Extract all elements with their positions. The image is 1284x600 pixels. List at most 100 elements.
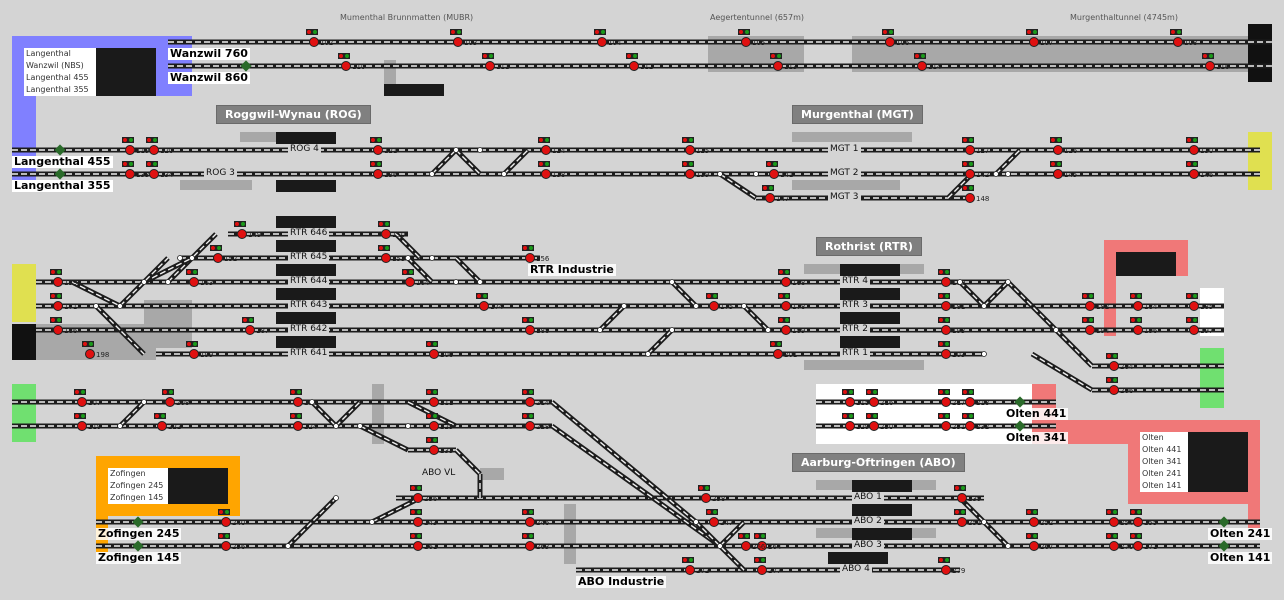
endpoint-zofingen-245[interactable]: Zofingen 245 — [96, 527, 182, 540]
signal-198[interactable] — [85, 349, 95, 359]
signal-217[interactable] — [941, 397, 951, 407]
signal-184[interactable] — [1133, 301, 1143, 311]
signal-133[interactable] — [125, 169, 135, 179]
signal-266[interactable] — [741, 541, 751, 551]
signal-142[interactable] — [965, 169, 975, 179]
endpoint-marker[interactable] — [240, 60, 252, 72]
signal-107[interactable] — [1029, 37, 1039, 47]
endpoint-wanzwil-860[interactable]: Wanzwil 860 — [168, 71, 250, 84]
signal-121[interactable] — [373, 145, 383, 155]
signal-256[interactable] — [221, 541, 231, 551]
signal-168[interactable] — [781, 277, 791, 287]
track-label-abo3[interactable]: ABO 3 — [852, 540, 884, 550]
endpoint-marker[interactable] — [54, 168, 66, 180]
signal-106[interactable] — [885, 37, 895, 47]
switch-marker[interactable] — [189, 255, 195, 261]
endpoint-langenthal-455[interactable]: Langenthal 455 — [12, 155, 113, 168]
endpoint-olten-441[interactable]: Olten 441 — [1004, 407, 1069, 420]
signal-108[interactable] — [1173, 37, 1183, 47]
signal-134[interactable] — [149, 169, 159, 179]
signal-178[interactable] — [781, 301, 791, 311]
signal-150[interactable] — [381, 229, 391, 239]
switch-marker[interactable] — [93, 303, 99, 309]
signal-196[interactable] — [1133, 325, 1143, 335]
signal-188[interactable] — [525, 325, 535, 335]
switch-marker[interactable] — [717, 171, 723, 177]
track-label-rog4[interactable]: ROG 4 — [288, 144, 321, 154]
signal-111[interactable] — [485, 61, 495, 71]
switch-marker[interactable] — [1005, 171, 1011, 177]
signal-210[interactable] — [293, 397, 303, 407]
signal-228[interactable] — [525, 421, 535, 431]
switch-marker[interactable] — [741, 303, 747, 309]
station-label-mgt[interactable]: Murgenthal (MGT) — [792, 105, 923, 124]
endpoint-marker[interactable] — [1218, 540, 1230, 552]
signal-254[interactable] — [1109, 517, 1119, 527]
switch-marker[interactable] — [645, 351, 651, 357]
track-label-rtr642[interactable]: RTR 642 — [288, 324, 330, 334]
signal-130[interactable] — [1189, 145, 1199, 155]
signal-182[interactable] — [1085, 301, 1095, 311]
signal-264[interactable] — [757, 541, 767, 551]
endpoint-marker[interactable] — [132, 516, 144, 528]
signal-146[interactable] — [1189, 169, 1199, 179]
signal-218[interactable] — [965, 397, 975, 407]
track-label-mgt2[interactable]: MGT 2 — [828, 168, 861, 178]
switch-marker[interactable] — [1005, 279, 1011, 285]
signal-243[interactable] — [413, 517, 423, 527]
signal-139[interactable] — [685, 169, 695, 179]
endpoint-olten-141[interactable]: Olten 141 — [1208, 551, 1273, 564]
switch-marker[interactable] — [117, 303, 123, 309]
signal-171[interactable] — [53, 301, 63, 311]
station-label-rtr[interactable]: Rothrist (RTR) — [816, 237, 922, 256]
signal-224[interactable] — [293, 421, 303, 431]
switch-marker[interactable] — [621, 303, 627, 309]
switch-marker[interactable] — [501, 171, 507, 177]
signal-200[interactable] — [429, 349, 439, 359]
signal-148[interactable] — [965, 193, 975, 203]
signal-187[interactable] — [245, 325, 255, 335]
signal-240[interactable] — [221, 517, 231, 527]
switch-marker[interactable] — [285, 543, 291, 549]
signal-216[interactable] — [869, 397, 879, 407]
switch-marker[interactable] — [333, 495, 339, 501]
signal-185[interactable] — [1189, 301, 1199, 311]
endpoint-marker[interactable] — [1014, 420, 1026, 432]
signal-225[interactable] — [429, 421, 439, 431]
signal-207[interactable] — [77, 397, 87, 407]
signal-197[interactable] — [1189, 325, 1199, 335]
signal-272[interactable] — [685, 565, 695, 575]
signal-236[interactable] — [413, 493, 423, 503]
switch-marker[interactable] — [141, 399, 147, 405]
signal-125[interactable] — [685, 145, 695, 155]
signal-112[interactable] — [629, 61, 639, 71]
signal-126[interactable] — [1053, 145, 1063, 155]
signal-194[interactable] — [1085, 325, 1095, 335]
track-label-rog3[interactable]: ROG 3 — [204, 168, 237, 178]
switch-marker[interactable] — [429, 255, 435, 261]
endpoint-abo-vl[interactable]: ABO VL — [420, 468, 458, 478]
signal-116[interactable] — [1205, 61, 1215, 71]
signal-110[interactable] — [341, 61, 351, 71]
signal-149[interactable] — [237, 229, 247, 239]
signal-103[interactable] — [453, 37, 463, 47]
signal-114[interactable] — [917, 61, 927, 71]
endpoint-olten-341[interactable]: Olten 341 — [1004, 431, 1069, 444]
track-label-rtr645[interactable]: RTR 645 — [288, 252, 330, 262]
switch-marker[interactable] — [369, 519, 375, 525]
switch-marker[interactable] — [981, 303, 987, 309]
switch-marker[interactable] — [177, 255, 183, 261]
signal-102[interactable] — [309, 37, 319, 47]
signal-229[interactable] — [845, 421, 855, 431]
endpoint-marker[interactable] — [1014, 396, 1026, 408]
signal-239[interactable] — [957, 493, 967, 503]
signal-238[interactable] — [701, 493, 711, 503]
track-label-rtr646[interactable]: RTR 646 — [288, 228, 330, 238]
switch-marker[interactable] — [717, 543, 723, 549]
signal-247[interactable] — [709, 517, 719, 527]
switch-marker[interactable] — [165, 279, 171, 285]
signal-277[interactable] — [757, 565, 767, 575]
signal-270[interactable] — [1109, 541, 1119, 551]
signal-159[interactable] — [53, 277, 63, 287]
signal-252[interactable] — [1029, 517, 1039, 527]
